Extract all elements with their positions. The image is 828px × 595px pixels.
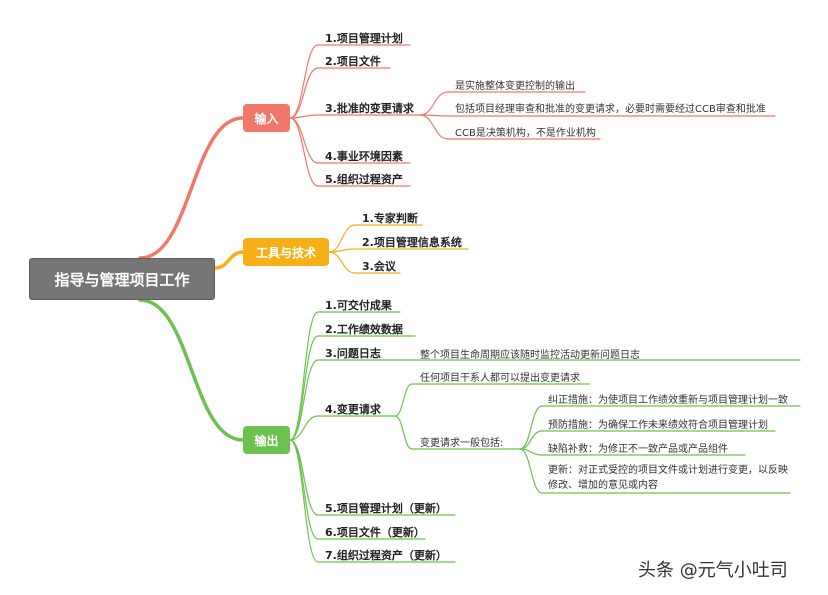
tools-item-2[interactable]: 2.项目管理信息系统 — [362, 236, 462, 249]
input-branch-5 — [289, 117, 319, 187]
change-request-branch-2 — [519, 430, 543, 450]
change-request-sub-2: 预防措施：为确保工作未来绩效符合项目管理计划 — [548, 420, 768, 431]
output-branch-2 — [289, 335, 319, 441]
input-item-3-branch-3 — [419, 114, 449, 140]
change-request-sub-3: 缺陷补救：为修正不一致产品或产品组件 — [548, 444, 728, 455]
category-output[interactable]: 输出 — [243, 426, 290, 454]
output-branch-6 — [289, 439, 319, 540]
output-item-2[interactable]: 2.工作绩效数据 — [325, 323, 403, 336]
root-to-tools-connector — [213, 250, 245, 270]
input-item-3-note-3: CCB是决策机构，不是作业机构 — [455, 128, 596, 139]
tools-item-3[interactable]: 3.会议 — [362, 260, 396, 273]
input-item-3-branch-1 — [419, 91, 449, 116]
category-input[interactable]: 输入 — [243, 104, 290, 132]
input-item-3[interactable]: 3.批准的变更请求 — [325, 102, 414, 115]
tools-branch-1 — [328, 224, 356, 253]
output-item-7[interactable]: 7.组织过程资产（更新） — [325, 549, 447, 562]
input-item-3-note-1: 是实施整体变更控制的输出 — [455, 81, 575, 92]
input-item-3-note-2: 包括项目经理审查和批准的变更请求，必要时需要经过CCB审查和批准 — [455, 104, 766, 115]
change-request-sub-4: 更新：对正式受控的项目文件或计划进行变更，以反映修改、增加的意见或内容 — [548, 465, 788, 491]
change-request-branch-1 — [519, 405, 543, 450]
category-tools[interactable]: 工具与技术 — [243, 238, 329, 266]
output-item-3[interactable]: 3.问题日志 — [325, 347, 381, 360]
output-item-4-branch-2 — [394, 415, 413, 450]
input-branch-2 — [289, 67, 319, 119]
input-branch-3 — [289, 114, 319, 119]
output-item-5[interactable]: 5.项目管理计划（更新） — [325, 502, 447, 515]
root-node[interactable]: 指导与管理项目工作 — [29, 258, 215, 300]
output-item-4-note-2: 变更请求一般包括: — [420, 438, 504, 449]
tools-branch-3 — [328, 251, 356, 274]
output-branch-7 — [289, 439, 319, 563]
output-item-3-note: 整个项目生命周期应该随时监控活动更新问题日志 — [420, 350, 640, 361]
input-item-1[interactable]: 1.项目管理计划 — [325, 32, 403, 45]
output-item-1[interactable]: 1.可交付成果 — [325, 299, 392, 312]
input-item-5[interactable]: 5.组织过程资产 — [325, 173, 403, 186]
output-branch-3 — [289, 359, 319, 441]
change-request-sub-1: 纠正措施：为使项目工作绩效重新与项目管理计划一致 — [548, 395, 788, 406]
output-item-4[interactable]: 4.变更请求 — [325, 403, 381, 416]
input-item-4[interactable]: 4.事业环境因素 — [325, 150, 403, 163]
output-branch-4 — [289, 415, 319, 441]
root-to-output-connector — [138, 298, 245, 442]
change-request-branch-4 — [519, 448, 543, 494]
watermark-text: 头条 @元气小吐司 — [638, 560, 788, 581]
output-item-4-note-1: 任何项目干系人都可以提出变更请求 — [420, 373, 580, 384]
output-item-4-branch-1 — [394, 383, 413, 417]
output-branch-1 — [289, 311, 319, 441]
output-item-6[interactable]: 6.项目文件（更新） — [325, 526, 425, 539]
input-item-2[interactable]: 2.项目文件 — [325, 55, 381, 68]
input-branch-1 — [289, 44, 319, 119]
root-to-input-connector — [138, 116, 245, 260]
tools-item-1[interactable]: 1.专家判断 — [362, 212, 418, 225]
input-branch-4 — [289, 117, 319, 164]
